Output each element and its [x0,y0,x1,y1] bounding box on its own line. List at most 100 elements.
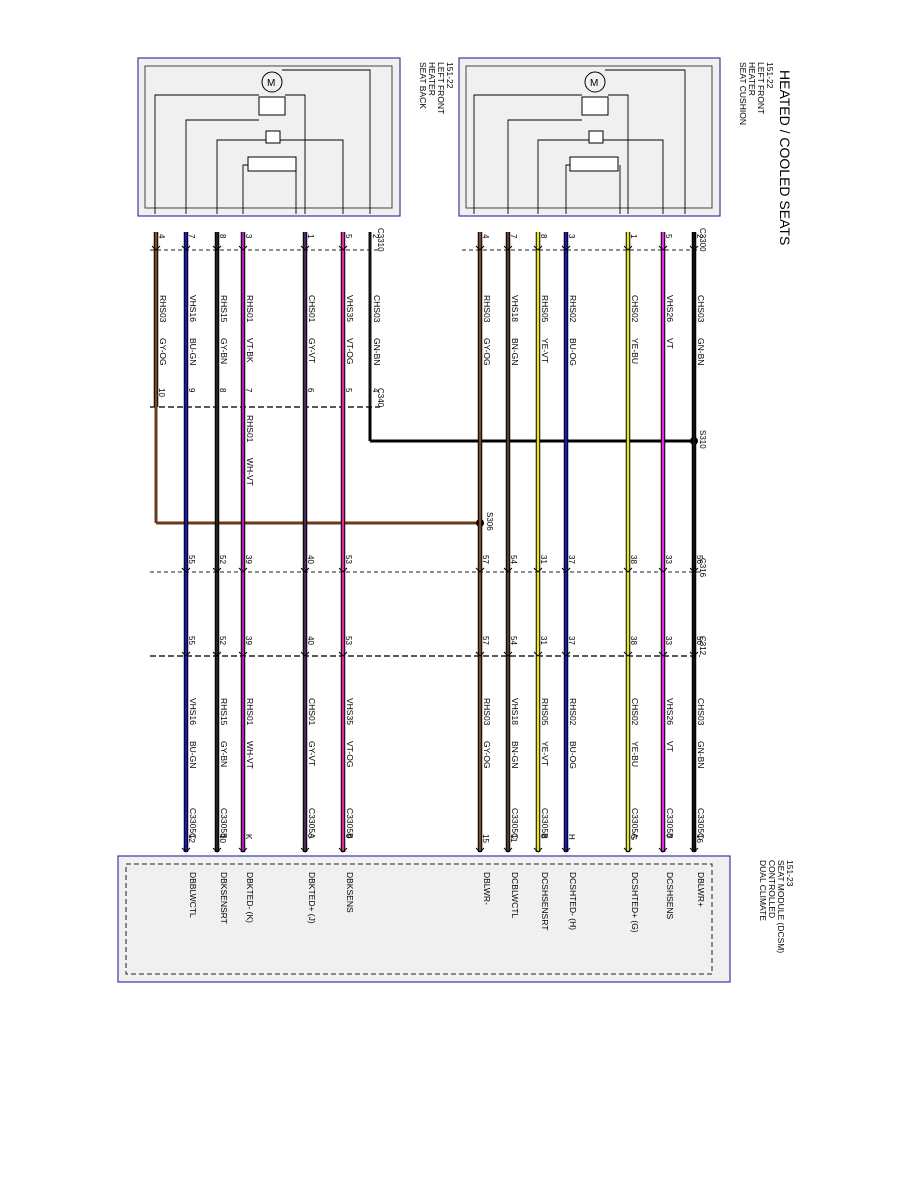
terminal-arrow [689,651,699,657]
pin-top: 1 [306,234,315,239]
terminal-arrow [503,651,513,657]
terminal-arrow [503,847,513,853]
terminal-arrow [300,651,310,657]
pin-dcsm: 11 [509,834,518,843]
connector-c3305: C3305C [696,808,706,839]
pin-c312: 40 [306,636,315,645]
pin-c316: 37 [567,555,576,564]
pin-c316: 38 [629,555,638,564]
terminal-arrow [503,567,513,573]
terminal-arrow [561,847,571,853]
pin-dcsm: H [567,834,576,840]
svg-text:SEAT BACK: SEAT BACK [418,62,428,109]
terminal-arrow [503,245,513,251]
terminal-arrow [151,245,161,251]
circuit-label: RHS05 [540,295,550,323]
wire-color-label: VT-OG [345,338,355,364]
signal-label: DBLWR- [482,872,492,905]
pin-c312: 52 [218,636,227,645]
connector-c340: C340 [376,388,385,408]
terminal-arrow [658,567,668,573]
connector-c3310: C3310 [376,228,385,252]
svg-text:S310: S310 [698,430,707,449]
wire-color-label: GY-OG [482,338,492,366]
pin-top: 3 [244,234,253,239]
terminal-arrow [475,651,485,657]
terminal-arrow [300,567,310,573]
circuit-label: CHS03 [696,295,706,323]
pin-dcsm: 16 [695,834,704,843]
signal-label: DBKSENSRT [219,872,229,924]
signal-label: DBKTED+ (J) [307,872,317,924]
wire-color-label: YE-VT [540,338,550,363]
circuit-label: VHS35 [345,698,355,725]
terminal-arrow [533,651,543,657]
pin-c312: 54 [509,636,518,645]
wire-color-label: GY-BN [219,741,229,767]
pin-dcsm: G [629,834,638,840]
signal-label: DCSHTED- (H) [568,872,578,930]
terminal-arrow [533,567,543,573]
circuit-label: CHS02 [630,295,640,323]
pin-dcsm: 9 [344,834,353,839]
wire-layer [151,232,699,853]
pin-c312: 53 [344,636,353,645]
fan-motor-icon [261,71,283,93]
svg-text:LEFT FRONT: LEFT FRONT [436,62,446,114]
terminal-arrow [689,847,699,853]
pin-c316: 33 [664,555,673,564]
wire-color-label: VT-BK [245,338,255,363]
terminal-arrow [658,847,668,853]
connector-c3305: C3305B [345,808,355,839]
circuit-label: CHS01 [307,295,317,323]
svg-text:LEFT FRONT: LEFT FRONT [756,62,766,114]
wire-color-label: YE-VT [540,741,550,766]
terminal-arrow [338,567,348,573]
terminal-arrow [623,651,633,657]
terminal-arrow [689,245,699,251]
circuit-label: VHS16 [188,698,198,725]
connector-c3300: C3300 [698,228,707,252]
circuit-label: RHS03 [482,295,492,323]
pin-top: 5 [664,234,673,239]
terminal-arrow [212,245,222,251]
fan-motor-icon [584,71,606,93]
pin-c312: 37 [567,636,576,645]
terminal-arrow [475,567,485,573]
terminal-arrow [561,245,571,251]
terminal-arrow [300,245,310,251]
terminal-arrow [561,651,571,657]
wire-color-label: GY-BN [219,338,229,364]
pin-c316: 54 [509,555,518,564]
signal-label: DCSHSENSRT [540,872,550,930]
wire-color-label: GY-VT [307,338,317,363]
pin-c340: 9 [187,388,196,393]
circuit-label: RHS02 [568,295,578,323]
signal-label: DCBLWCTL [510,872,520,918]
pin-top: 2 [695,234,704,239]
pin-top: 4 [157,234,166,239]
pin-c316: 55 [187,555,196,564]
svg-text:M: M [267,78,275,89]
circuit-label: CHS03 [696,698,706,726]
svg-text:SEAT CUSHION: SEAT CUSHION [738,62,748,125]
pin-c340: 7 [244,388,253,393]
signal-label: DBBLWCTL [188,872,198,918]
pin-dcsm: 15 [481,834,490,843]
label-layer: 2CHS03GN-BN5656CHS03GN-BNC3305C16DBLWR+5… [157,234,706,933]
thermistor-icon [588,130,604,144]
svg-text:HEATER: HEATER [427,62,437,96]
pin-dcsm: 8 [539,834,548,839]
relay-icon [581,96,609,116]
svg-text:HEATER: HEATER [747,62,757,96]
wire-color-label: VT [665,741,675,752]
wire-color-label: YE-BU [630,741,640,767]
circuit-label: VHS18 [510,698,520,725]
terminal-arrow [238,651,248,657]
terminal-arrow [623,847,633,853]
wire-color-label: BU-OG [568,741,578,769]
terminal-arrow [338,847,348,853]
wire-color-label: GN-BN [696,338,706,365]
connector-c312: C312 [698,636,707,656]
